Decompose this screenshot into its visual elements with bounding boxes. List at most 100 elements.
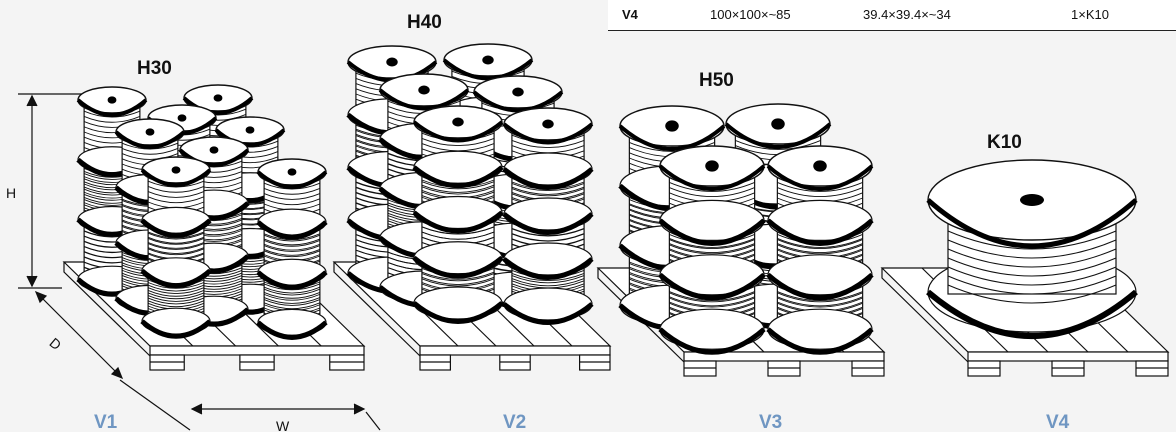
cable-winding [511, 182, 585, 191]
reel-hub-hole [1020, 194, 1044, 206]
pallet-front-board [149, 345, 365, 356]
reel-h50 [658, 145, 766, 355]
reel-flange-rim [140, 218, 212, 238]
reel-top-rim [472, 90, 564, 113]
reel-label-k10: K10 [987, 132, 1022, 153]
pallet-side [597, 268, 685, 363]
pallet-label-v4: V4 [1046, 412, 1070, 432]
cable-winding [263, 297, 321, 304]
cable-winding [121, 142, 179, 150]
cable-winding [669, 237, 755, 248]
reel-label-h50: H50 [699, 70, 734, 91]
depth-label: D [46, 334, 64, 353]
cable-winding [669, 243, 755, 254]
cable-winding [669, 239, 755, 250]
cable-winding [421, 278, 495, 287]
reel-label-h40: H40 [407, 12, 442, 33]
reel-top-rim [724, 122, 832, 149]
reel-flange-rim [140, 268, 212, 289]
cable-winding [777, 181, 863, 192]
reel-top-rim [76, 98, 148, 117]
cable-winding [777, 187, 863, 198]
reel-top-rim [214, 128, 286, 147]
cable-winding [263, 249, 321, 256]
cable-winding [263, 286, 321, 294]
cable-winding [669, 292, 755, 303]
reel-flange-rim [766, 272, 874, 301]
cable-winding [947, 275, 1117, 295]
reel-top-rim [618, 124, 726, 151]
cable-winding [421, 231, 495, 240]
reel-top-rim [140, 168, 212, 187]
cable-winding [263, 283, 321, 291]
cable-winding [147, 282, 205, 289]
cable-winding [777, 291, 863, 302]
cable-winding [511, 272, 585, 281]
reel-hub-hole [171, 166, 181, 174]
reel-flange-rim [256, 320, 328, 340]
cable-winding [147, 232, 205, 240]
cable-winding [147, 243, 205, 250]
cable-winding [263, 288, 321, 296]
cable-winding [511, 139, 585, 148]
width-dimension [190, 403, 381, 431]
pallet-side [881, 268, 969, 363]
cable-winding [669, 181, 755, 192]
cable-winding [83, 115, 141, 123]
cable-winding [263, 233, 321, 241]
cable-winding [669, 291, 755, 302]
cable-winding [777, 297, 863, 308]
reel-top-rim [378, 88, 470, 111]
reel-flange-rim [502, 257, 594, 280]
cable-winding [147, 191, 205, 198]
cable-winding [147, 236, 205, 244]
reel-hub-hole [813, 160, 827, 172]
reel-top-rim [766, 164, 874, 191]
pallet-front-board [419, 345, 611, 356]
cable-winding [263, 250, 321, 258]
height-dimension [18, 93, 82, 289]
reel-hub-hole [386, 57, 398, 67]
depth-dimension [34, 290, 191, 431]
reel-hub-hole [665, 120, 679, 132]
cable-winding [147, 196, 205, 204]
reel-hub-hole [418, 85, 430, 95]
cable-winding [511, 188, 585, 197]
cable-winding [511, 275, 585, 284]
cable-winding [263, 243, 321, 251]
pallet-side [63, 262, 151, 357]
cable-winding [947, 248, 1117, 268]
reel-top-rim [926, 198, 1138, 249]
reel-flange-rim [766, 327, 874, 355]
reel-flange-rim [658, 218, 766, 246]
cable-winding [263, 234, 321, 242]
cable-winding [669, 187, 755, 198]
cable-winding [511, 227, 585, 236]
reel-hub-hole [145, 128, 155, 136]
height-label: H [6, 185, 16, 201]
reel-hub-hole [512, 87, 524, 97]
cable-winding [421, 137, 495, 146]
cable-winding [735, 139, 821, 150]
pallet-label-v1: V1 [94, 412, 118, 432]
cable-winding [147, 289, 205, 297]
cable-winding [421, 271, 495, 280]
reel-flange-rim [502, 302, 594, 325]
illustration [62, 43, 1170, 377]
reel-top-rim [256, 170, 328, 189]
cable-winding [147, 300, 205, 308]
cable-winding [669, 296, 755, 307]
cable-winding [263, 293, 321, 301]
reel-top-rim [412, 120, 504, 143]
reel-top-rim [178, 148, 250, 167]
cable-winding [777, 296, 863, 307]
cable-winding [147, 180, 205, 188]
cable-winding [511, 233, 585, 242]
reel-top-rim [442, 58, 534, 81]
reel-h40 [502, 107, 594, 325]
reel-h30 [140, 156, 212, 339]
cable-winding [777, 292, 863, 303]
cable-winding [777, 243, 863, 254]
cable-winding [263, 198, 321, 206]
